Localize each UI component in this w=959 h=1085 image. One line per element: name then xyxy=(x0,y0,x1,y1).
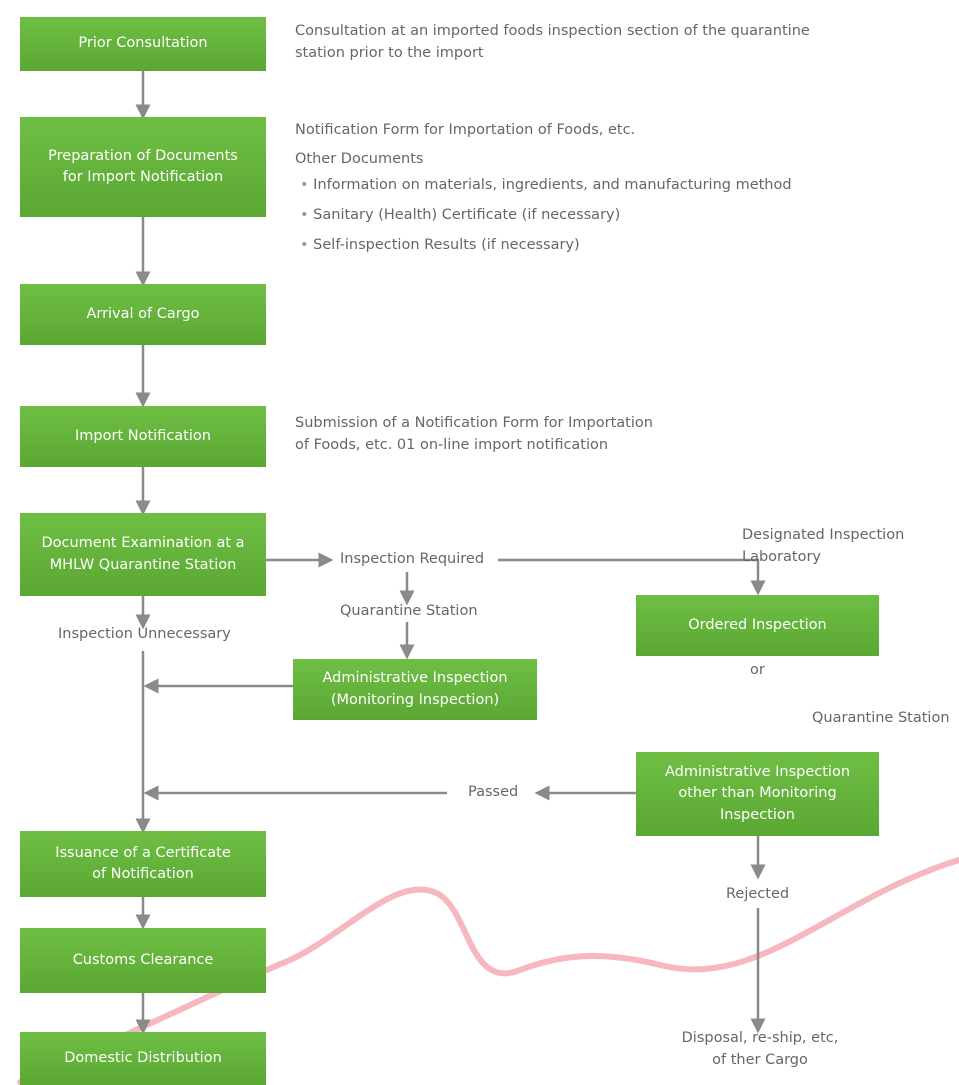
arrival-box: Arrival of Cargo xyxy=(20,284,266,345)
issuance-label-1: Issuance of a Certificate xyxy=(55,844,231,861)
other-admin-label-1: Administrative Inspection xyxy=(664,764,851,781)
issuance-box: Issuance of a Certificate of Notificatio… xyxy=(20,831,266,897)
admin-inspection-label-2: (Monitoring Inspection) xyxy=(330,691,500,708)
admin-inspection-box: Administrative Inspection (Monitoring In… xyxy=(293,659,537,720)
import-notification-box: Import Notification xyxy=(20,406,266,467)
submission-note-1: Submission of a Notification Form for Im… xyxy=(295,415,653,431)
submission-note-2: of Foods, etc. 01 on-line import notific… xyxy=(295,436,609,453)
rejected-label: Rejected xyxy=(726,886,790,902)
bullet-item-self-inspection: Self-inspection Results (if necessary) xyxy=(300,235,580,257)
customs-box: Customs Clearance xyxy=(20,928,266,993)
import-notification-label: Import Notification xyxy=(75,427,211,444)
quarantine-station-label-1: Quarantine Station xyxy=(340,603,478,619)
issuance-label-2: of Notification xyxy=(92,866,194,882)
arrival-label: Arrival of Cargo xyxy=(86,305,200,322)
notification-form-note: Notification Form for Importation of Foo… xyxy=(295,122,636,138)
designated-lab-label-2: Laboratory xyxy=(742,548,821,565)
designated-lab-label-1: Designated Inspection xyxy=(742,527,905,543)
preparation-label-2: for Import Notification xyxy=(62,169,224,185)
bullet-item-sanitary: Sanitary (Health) Certificate (if necess… xyxy=(300,205,620,227)
consultation-note: Consultation at an imported foods inspec… xyxy=(295,21,945,65)
preparation-box: Preparation of Documents for Import Noti… xyxy=(20,117,266,217)
document-exam-box: Document Examination at a MHLW Quarantin… xyxy=(20,513,266,596)
ordered-inspection-box: Ordered Inspection xyxy=(636,595,879,656)
inspection-unnecessary-label: Inspection Unnecessary xyxy=(58,626,231,642)
disposal-label-2: of ther Cargo xyxy=(712,1051,808,1068)
domestic-box: Domestic Distribution xyxy=(20,1032,266,1085)
other-admin-label-3: Inspection xyxy=(720,806,795,823)
or-label: or xyxy=(750,662,765,678)
other-documents-note: Other Documents xyxy=(295,151,424,167)
admin-inspection-label-1: Administrative Inspection xyxy=(322,670,508,687)
domestic-label: Domestic Distribution xyxy=(64,1049,222,1066)
disposal-label: Disposal, re-ship, etc, of ther Cargo xyxy=(660,1028,860,1072)
consultation-note-1: Consultation at an imported foods inspec… xyxy=(295,23,810,39)
disposal-label-1: Disposal, re-ship, etc, xyxy=(681,1030,839,1046)
submission-note: Submission of a Notification Form for Im… xyxy=(295,413,895,457)
designated-lab-label: Designated Inspection Laboratory xyxy=(742,525,959,569)
other-admin-label-2: other than Monitoring xyxy=(678,785,837,802)
quarantine-station-label-2: Quarantine Station xyxy=(812,710,950,726)
document-exam-label-1: Document Examination at a xyxy=(41,535,245,552)
passed-label: Passed xyxy=(468,784,519,800)
ordered-inspection-label: Ordered Inspection xyxy=(688,616,827,633)
preparation-label-1: Preparation of Documents xyxy=(48,147,238,164)
line-required-to-lab xyxy=(498,558,766,596)
consultation-note-2: station prior to the import xyxy=(295,44,484,61)
bullet-item-materials: Information on materials, ingredients, a… xyxy=(300,175,791,197)
inspection-required-label: Inspection Required xyxy=(340,551,485,567)
prior-consultation-box: Prior Consultation xyxy=(20,17,266,71)
customs-label: Customs Clearance xyxy=(72,951,214,968)
document-exam-label-2: MHLW Quarantine Station xyxy=(49,556,237,573)
other-admin-inspection-box: Administrative Inspection other than Mon… xyxy=(636,752,879,836)
prior-consultation-label: Prior Consultation xyxy=(78,35,208,52)
